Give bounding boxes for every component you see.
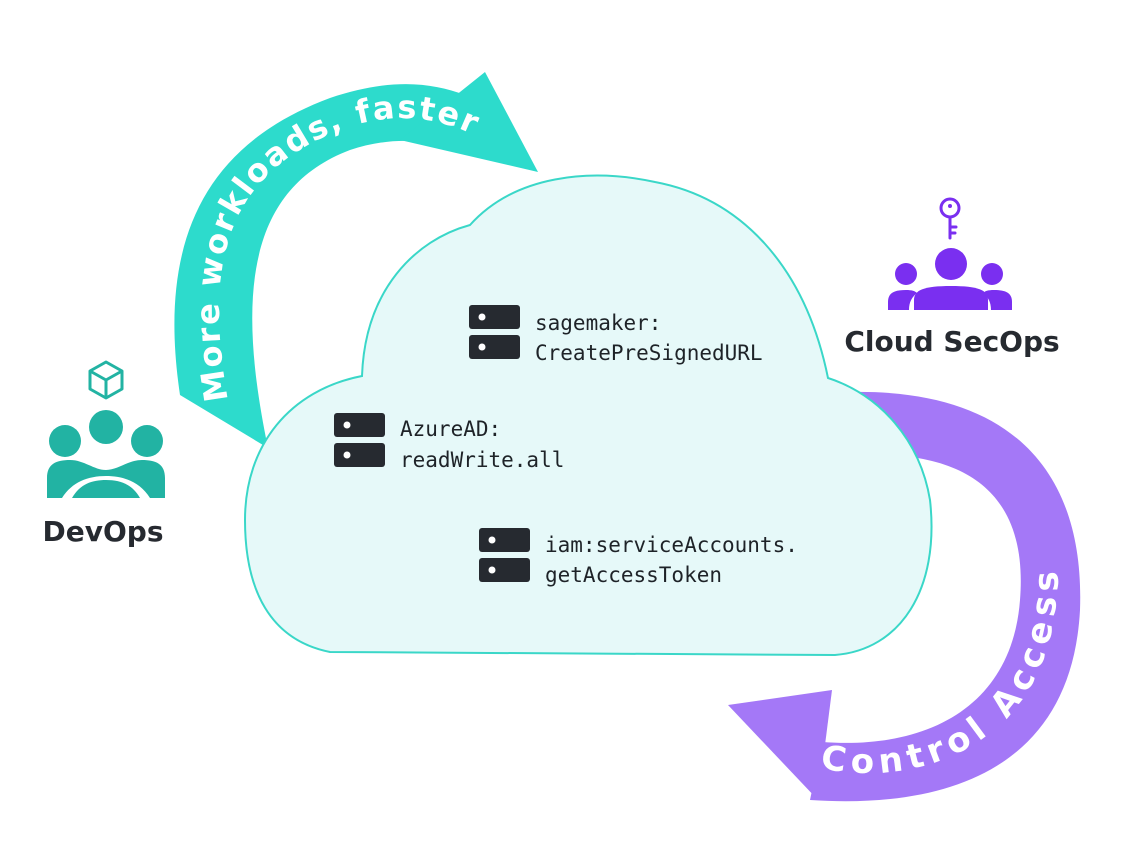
server-permission-line2: getAccessToken: [545, 563, 722, 587]
server-icon: [469, 305, 520, 359]
team-icon: [888, 248, 1012, 310]
server-item-sagemaker: sagemaker: CreatePreSignedURL: [469, 305, 763, 365]
team-icon: [47, 410, 165, 498]
devops-label: DevOps: [43, 515, 164, 548]
bottom-arrow-body: [810, 391, 1081, 802]
top-arrow-head: [400, 72, 538, 172]
server-icon: [334, 413, 385, 467]
server-item-azuread: AzureAD: readWrite.all: [334, 413, 564, 472]
cloud-shape: [243, 174, 933, 657]
server-permission-line1: sagemaker:: [535, 311, 661, 335]
bottom-arrow-head: [728, 690, 832, 800]
secops-actor: Cloud SecOps: [844, 197, 1060, 358]
server-icon: [479, 528, 530, 582]
key-icon: [939, 197, 961, 240]
cube-icon: [88, 360, 124, 400]
server-permission-line1: iam:serviceAccounts.: [545, 533, 798, 557]
devops-actor: DevOps: [43, 360, 165, 548]
server-permission-line2: CreatePreSignedURL: [535, 341, 763, 365]
top-arrow-body: [174, 84, 465, 449]
secops-label: Cloud SecOps: [844, 325, 1059, 358]
server-item-iam: iam:serviceAccounts. getAccessToken: [479, 528, 798, 587]
server-permission-line1: AzureAD:: [400, 417, 501, 441]
server-permission-line2: readWrite.all: [400, 448, 564, 472]
